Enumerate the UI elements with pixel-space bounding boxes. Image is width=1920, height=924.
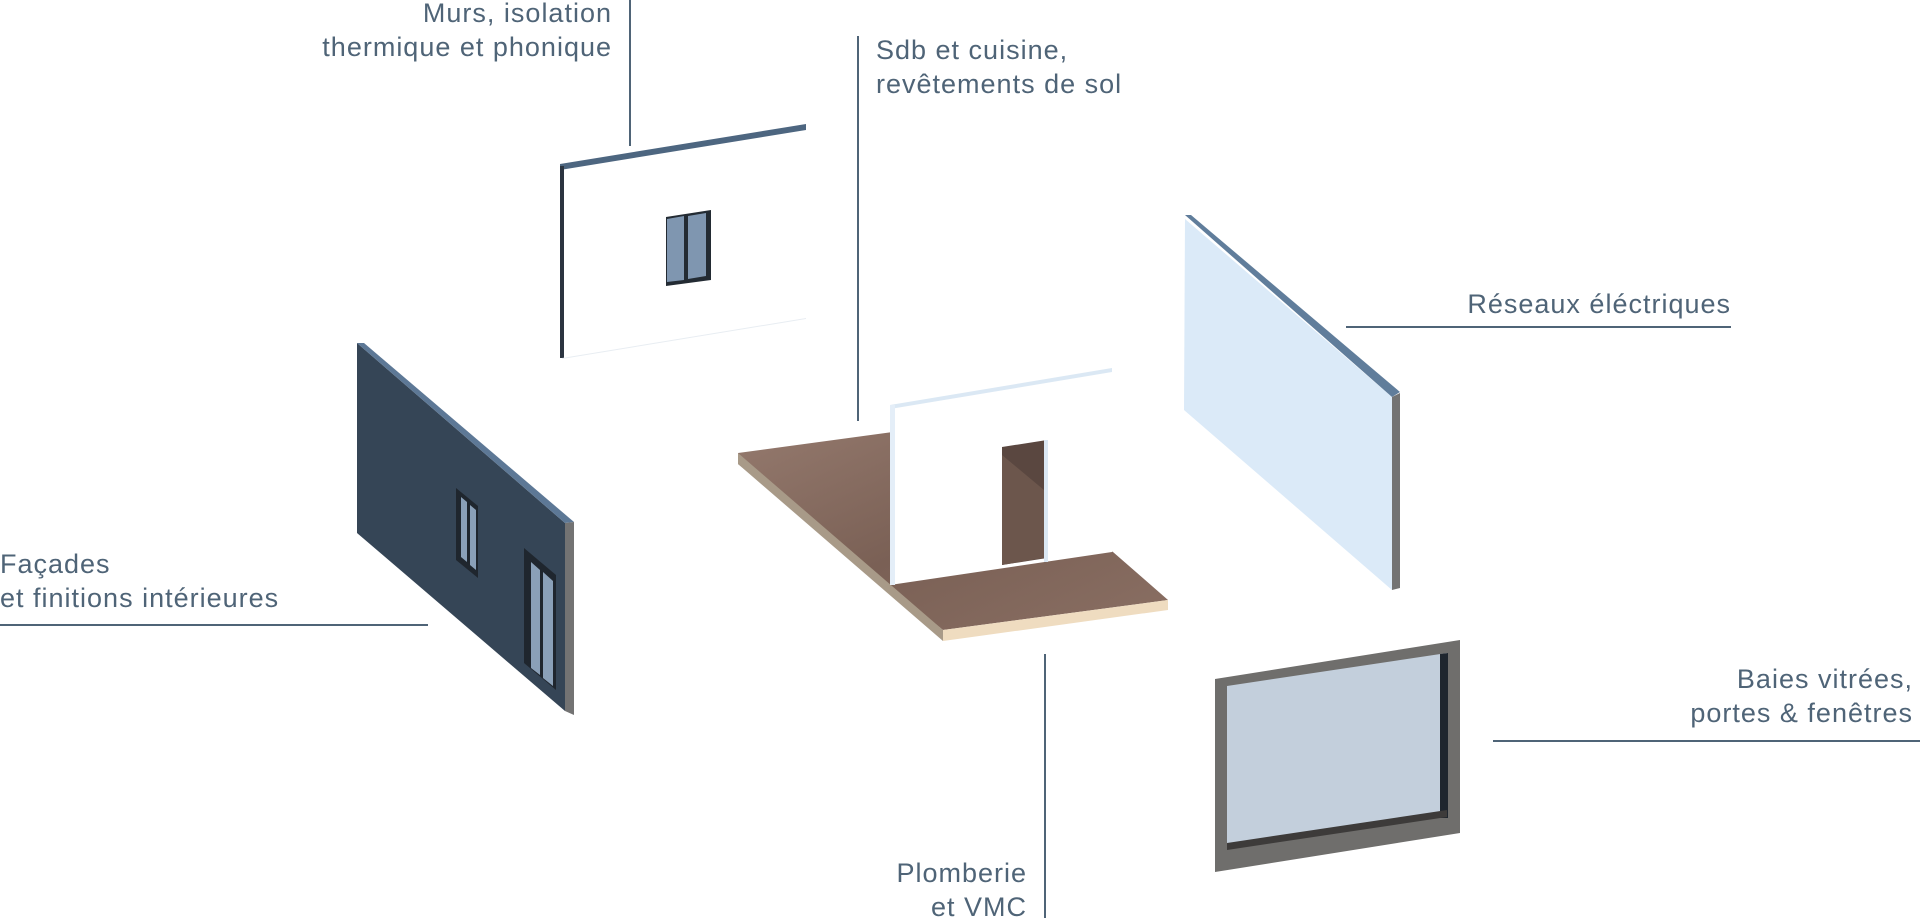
facade-door-icon [524,548,556,690]
plomberie-leader-line [1044,654,1046,918]
plomberie-label-line1: Plomberie [896,858,1027,888]
sdb-label-line2: revêtements de sol [876,69,1123,99]
facade-wall-component [357,343,574,715]
electrical-panel-component [1184,215,1400,590]
sdb-label-line1: Sdb et cuisine, [876,35,1069,65]
murs-label: Murs, isolation thermique et phonique [322,0,612,64]
baies-label: Baies vitrées, portes & fenêtres [1690,662,1913,730]
floor-slab-component [738,368,1168,641]
murs-label-line2: thermique et phonique [322,32,612,62]
baies-label-line1: Baies vitrées, [1736,664,1913,694]
interior-wall-component [560,124,806,359]
facades-label-line1: Façades [0,549,111,579]
baies-label-line2: portes & fenêtres [1690,698,1913,728]
facades-label-line2: et finitions intérieures [0,583,280,613]
reseaux-label: Réseaux éléctriques [1467,287,1731,321]
plomberie-label: Plomberie et VMC [896,856,1027,924]
facades-label: Façades et finitions intérieures [0,547,279,615]
facades-leader-line [0,624,428,626]
reseaux-label-line1: Réseaux éléctriques [1467,289,1731,319]
murs-leader-line [629,0,631,146]
reseaux-leader-line [1346,326,1731,328]
murs-label-line1: Murs, isolation [422,0,612,28]
small-window-icon [666,210,711,286]
baies-leader-line [1493,740,1920,742]
sdb-leader-line [857,36,859,421]
facade-small-window-icon [456,488,478,578]
plomberie-label-line2: et VMC [930,892,1027,922]
bay-window-component [1215,640,1460,872]
sdb-label: Sdb et cuisine, revêtements de sol [876,33,1122,101]
